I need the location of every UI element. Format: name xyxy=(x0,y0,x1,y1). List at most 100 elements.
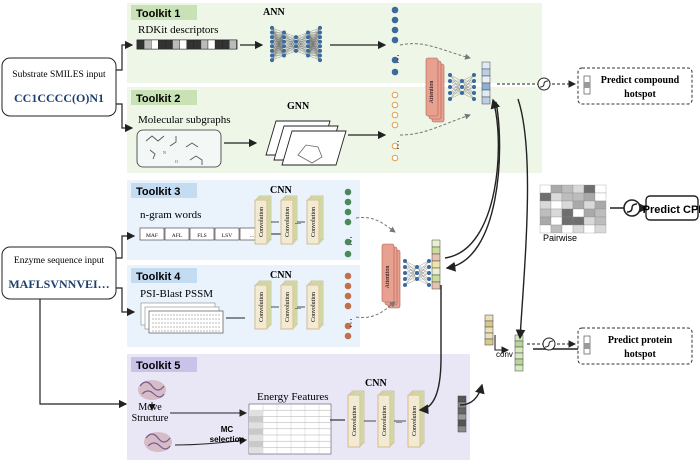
energy-table-index xyxy=(249,422,263,429)
output-node xyxy=(391,26,399,34)
mlp-node xyxy=(460,91,464,95)
mlp-node xyxy=(448,79,452,83)
mlp-edge xyxy=(307,46,321,56)
vector-cell xyxy=(481,89,491,98)
mlp-edge xyxy=(404,272,418,286)
conv-input-vector xyxy=(484,314,494,346)
vector-cell xyxy=(431,239,441,248)
mlp-node xyxy=(403,271,407,275)
mlp-edge xyxy=(404,266,418,286)
ngram-box xyxy=(214,227,240,241)
conv-ellipsis: ... xyxy=(295,217,301,226)
vector-cell xyxy=(431,253,441,262)
pairwise-cell xyxy=(550,184,563,194)
compound-hotspot-line-2: hotspot xyxy=(624,89,656,100)
pairwise-cell xyxy=(583,208,596,218)
output-node xyxy=(391,121,399,129)
vector-cell xyxy=(457,413,467,421)
convolution-layer xyxy=(254,284,268,330)
svg-text:N: N xyxy=(163,150,166,155)
mlp-edge xyxy=(461,74,475,82)
mlp-edge xyxy=(307,41,321,56)
vector-cell xyxy=(431,246,441,255)
mlp-node xyxy=(306,44,310,49)
pairwise-cell xyxy=(594,200,607,210)
main-connectors xyxy=(418,98,649,415)
output-node xyxy=(391,6,399,14)
mlp-node xyxy=(306,48,310,53)
mlp-edge xyxy=(416,260,430,274)
output-ellipsis: ⋮ xyxy=(346,236,356,247)
conv-ellipsis: ... xyxy=(295,302,301,311)
tk1-output-vector: ⋮ xyxy=(391,6,403,76)
mlp-edge xyxy=(295,32,309,47)
mlp-edge xyxy=(461,92,475,100)
toolkit-3-text: n-gram words xyxy=(140,209,201,221)
mlp-node xyxy=(294,39,298,44)
descriptor-cell xyxy=(165,39,173,50)
mlp-node xyxy=(318,30,322,35)
output-node xyxy=(391,36,399,44)
cpi-label: Predict CPI xyxy=(643,204,700,216)
vector-cell xyxy=(481,68,491,77)
compound-attention-label: Attention xyxy=(429,81,435,104)
output-dashed-links xyxy=(497,80,577,348)
mlp-edge xyxy=(295,37,309,51)
mlp-node xyxy=(318,25,322,30)
mlp-node xyxy=(282,30,286,35)
mlp-edge xyxy=(295,41,309,52)
vector-cell xyxy=(481,75,491,84)
mlp-edge xyxy=(283,50,297,56)
sigmoid-icon-protein xyxy=(542,337,556,351)
vector-cell xyxy=(514,364,524,372)
output-node xyxy=(391,68,399,76)
protein-attention-block xyxy=(381,243,401,309)
pairwise-cell xyxy=(561,208,574,218)
substrate-input-value: CC1CCCC(O)N1 xyxy=(14,91,104,105)
mlp-edge xyxy=(404,266,418,274)
descriptor-cell xyxy=(229,39,237,50)
toolkit-1-label: Toolkit 1 xyxy=(136,8,180,20)
pairwise-cell xyxy=(594,224,607,234)
output-node xyxy=(344,332,352,340)
enzyme-input-box: Enzyme sequence input MAFLSVNNVEI… xyxy=(1,246,117,300)
output-node xyxy=(391,154,399,162)
convolution-layer xyxy=(306,284,320,330)
mlp-node xyxy=(294,44,298,49)
ngram-word: MAF xyxy=(146,233,158,239)
convolution-label: Convolution xyxy=(352,406,358,436)
pairwise-cell xyxy=(572,200,585,210)
pairwise-cell xyxy=(594,184,607,194)
mlp-node xyxy=(427,259,431,263)
vector-cell xyxy=(514,346,524,354)
pairwise-cell xyxy=(594,216,607,226)
attention-layer xyxy=(381,243,395,303)
pairwise-cell xyxy=(572,224,585,234)
output-ellipsis: ⋮ xyxy=(393,54,403,65)
descriptor-cell xyxy=(172,39,180,50)
ngram-box xyxy=(189,227,215,241)
mlp-edge xyxy=(271,32,285,38)
energy-table-index xyxy=(249,410,263,417)
pairwise-cell xyxy=(550,192,563,202)
mlp-edge xyxy=(307,27,321,33)
sigmoid-icon-cpi xyxy=(623,199,641,217)
move-structure-line-1: Move xyxy=(138,402,162,413)
pairwise-cell xyxy=(583,192,596,202)
mlp-edge xyxy=(307,27,321,47)
pairwise-cell xyxy=(539,200,552,210)
conv-arrow xyxy=(494,335,510,354)
pairwise-cell xyxy=(561,200,574,210)
mlp-node xyxy=(282,35,286,40)
vector-cell xyxy=(457,395,467,403)
mlp-edge xyxy=(416,272,430,280)
mlp-edge xyxy=(283,36,297,47)
pairwise-cell xyxy=(572,192,585,202)
mlp-edge xyxy=(307,55,321,61)
protein-mlp xyxy=(403,259,431,287)
output-node xyxy=(391,142,399,150)
vector-cell xyxy=(514,340,524,348)
toolkit-4-net: CNN xyxy=(270,270,292,281)
